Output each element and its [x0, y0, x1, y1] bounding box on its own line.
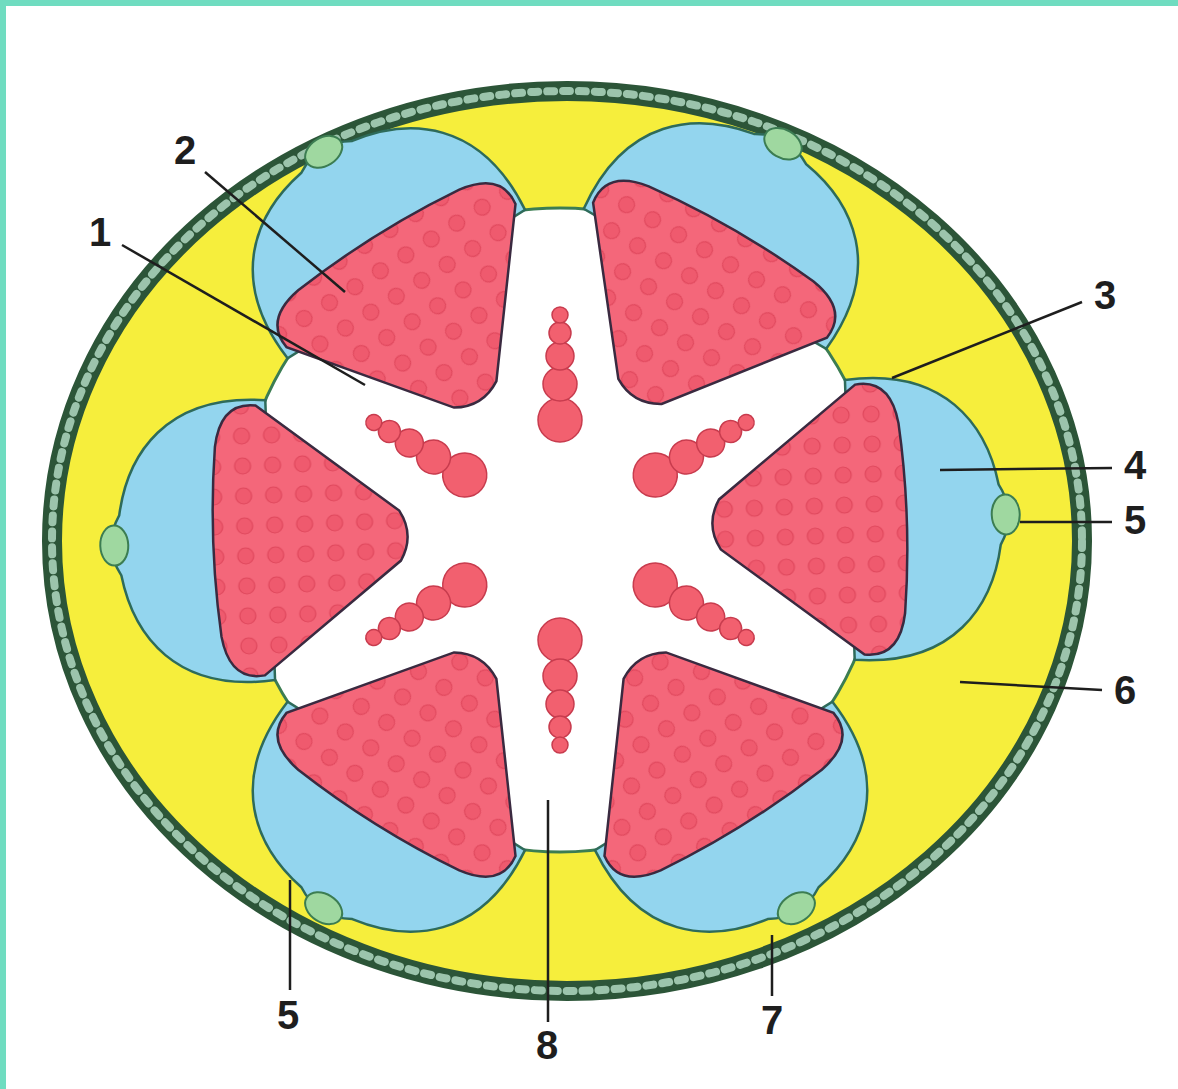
callout-number: 6 — [1114, 670, 1136, 710]
callout-number: 2 — [174, 130, 196, 170]
callout-number: 5 — [277, 995, 299, 1035]
callout-number: 4 — [1124, 445, 1146, 485]
callout-number: 5 — [1124, 500, 1146, 540]
stele — [95, 61, 1024, 995]
cortex — [52, 91, 1082, 991]
leader-lines — [122, 172, 1112, 1022]
callout-number: 8 — [536, 1025, 558, 1065]
callout-number: 1 — [89, 212, 111, 252]
callout-number: 3 — [1094, 275, 1116, 315]
callout-number: 7 — [761, 1000, 783, 1040]
